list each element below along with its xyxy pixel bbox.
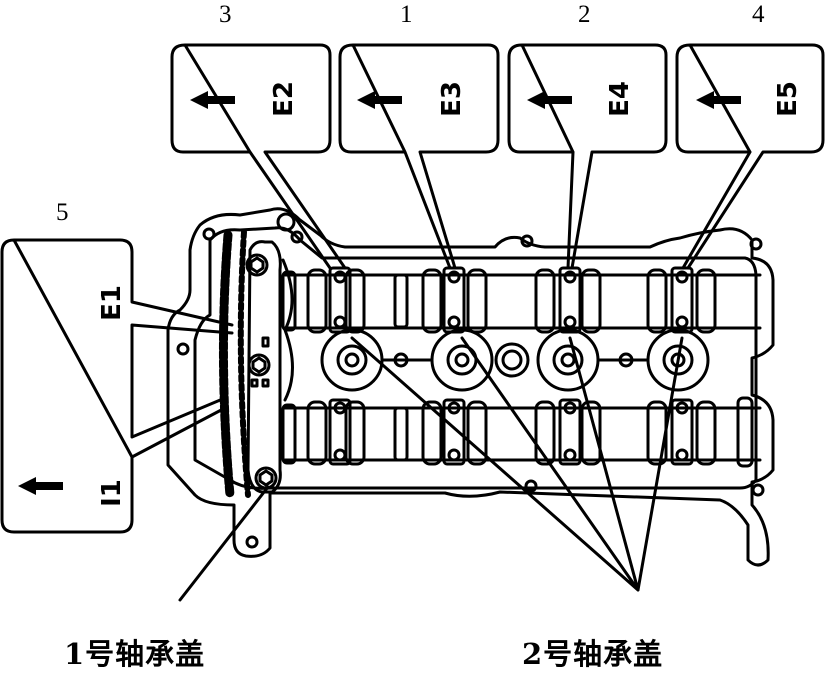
sequence-number: 3 — [219, 1, 232, 28]
bearing-cap-1 — [245, 240, 294, 494]
bearing-cap-i5 — [670, 398, 694, 466]
callout-box-e4 — [507, 43, 668, 270]
cap-label-e2: E2 — [268, 81, 299, 117]
arrow-left-icon — [357, 91, 402, 109]
callout-box-e5 — [675, 43, 825, 270]
callout-box-e3 — [338, 43, 500, 270]
sequence-number: 4 — [752, 1, 765, 28]
bearing-cap-i2 — [328, 398, 352, 466]
caption-bearing-cap-2: 2号轴承盖 — [522, 637, 664, 671]
sequence-number: 5 — [56, 199, 69, 226]
bearing-cap-i3 — [442, 398, 466, 466]
sequence-number: 2 — [578, 1, 591, 28]
leader-line-cap-1 — [178, 485, 270, 602]
bearing-cap-e3 — [442, 266, 466, 334]
arrows — [18, 91, 741, 495]
cap-label-e3: E3 — [436, 81, 467, 117]
timing-chain — [218, 229, 251, 500]
leader-lines-cap-2 — [350, 336, 684, 592]
caption-bearing-cap-1: 1号轴承盖 — [64, 637, 206, 671]
head-outline — [166, 207, 775, 567]
arrow-left-icon — [18, 477, 63, 495]
cap-label-i1: I1 — [96, 479, 127, 507]
cap-label-e4: E4 — [604, 81, 635, 117]
bearing-cap-e5 — [670, 266, 694, 334]
bearing-caps-2 — [328, 266, 694, 466]
arrow-left-icon — [696, 91, 741, 109]
cap-label-e1: E1 — [96, 285, 127, 321]
bearing-cap-e4 — [558, 266, 582, 334]
bearing-cap-i4 — [558, 398, 582, 466]
callout-box-e1-i1 — [0, 238, 234, 534]
spark-plug-wells — [320, 328, 710, 392]
sequence-number: 1 — [400, 1, 413, 28]
callout-box-e2 — [170, 43, 347, 270]
cap-label-e5: E5 — [772, 81, 803, 117]
head-inner-outline — [193, 226, 758, 490]
arrow-left-icon — [527, 91, 572, 109]
arrow-left-icon — [190, 91, 235, 109]
exhaust-camshaft — [281, 268, 762, 334]
